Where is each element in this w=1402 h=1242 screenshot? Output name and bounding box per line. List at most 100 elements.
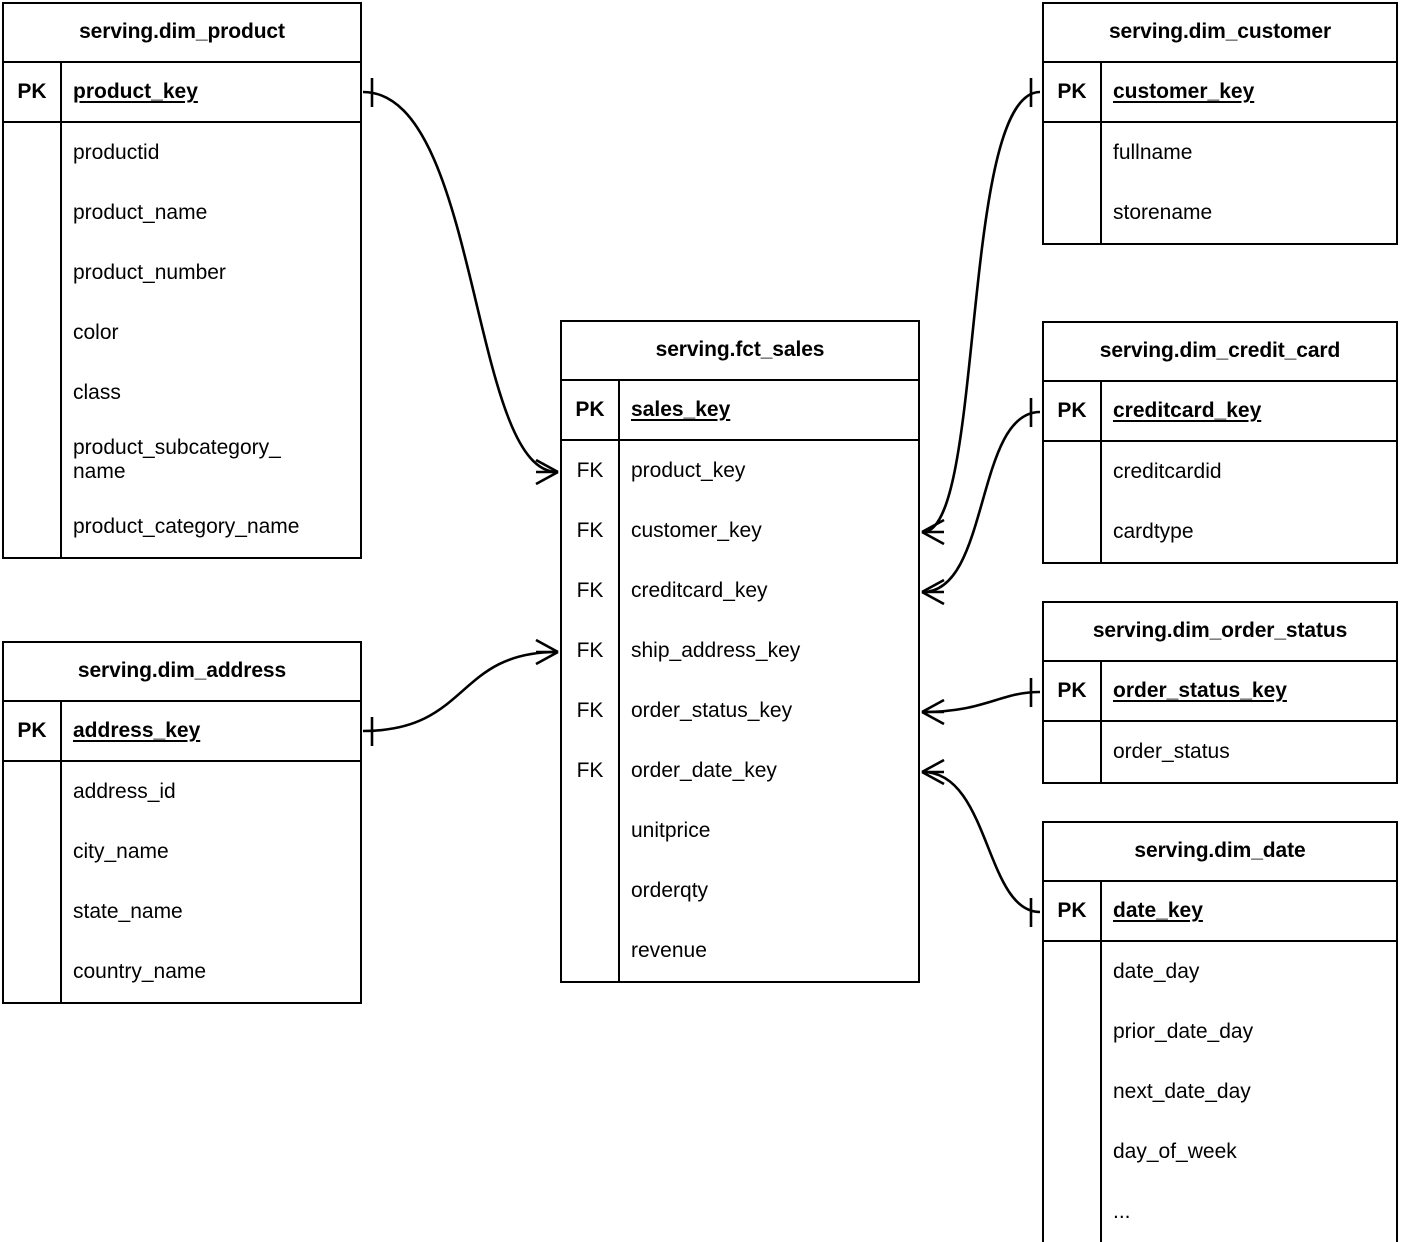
entity-title: serving.dim_customer <box>1044 4 1396 63</box>
attribute-list: address_id city_name state_name country_nam… <box>4 762 360 1002</box>
entity-title: serving.dim_product <box>4 4 360 63</box>
attribute-name: prior_date_day <box>1113 1020 1254 1043</box>
attribute-key-blank <box>4 762 60 822</box>
attribute-name: address_id <box>73 780 176 803</box>
primary-key-name: date_key <box>1113 899 1203 922</box>
attribute-name: day_of_week <box>1113 1140 1237 1163</box>
attribute-key-column <box>1044 942 1102 1242</box>
attribute-name: order_date_key <box>631 759 777 782</box>
attribute-key-column <box>1044 123 1102 243</box>
primary-key-name: order_status_key <box>1113 679 1287 702</box>
relationship-address-to-sales <box>362 638 559 746</box>
foreign-key-badge: FK <box>576 699 604 722</box>
attribute-name-column: address_id city_name state_name country_nam… <box>62 762 360 1002</box>
attribute-name: product_number <box>73 261 226 284</box>
attribute-key-blank <box>1044 1122 1100 1182</box>
attribute-name: ship_address_key <box>631 639 801 662</box>
attribute-name-column: fullname storename <box>1102 123 1396 243</box>
primary-key-row[interactable]: PK order_status_key <box>1044 662 1396 722</box>
attribute-name-column: creditcardid cardtype <box>1102 442 1396 562</box>
foreign-key-badge: FK <box>576 519 604 542</box>
primary-key-name: address_key <box>73 719 201 742</box>
attribute-name-column: order_status <box>1102 722 1396 782</box>
primary-key-row[interactable]: PK creditcard_key <box>1044 382 1396 442</box>
primary-key-badge: PK <box>1044 662 1102 720</box>
foreign-key-badge: FK <box>576 459 604 482</box>
entity-title: serving.fct_sales <box>562 322 918 381</box>
entity-title: serving.dim_credit_card <box>1044 323 1396 382</box>
attribute-key-blank <box>1044 1062 1100 1122</box>
primary-key-badge: PK <box>1044 63 1102 121</box>
attribute-key-blank <box>4 183 60 243</box>
relationship-creditcard-to-sales <box>921 398 1041 606</box>
attribute-key-blank <box>562 801 618 861</box>
foreign-key-badge: FK <box>576 579 604 602</box>
primary-key-badge: PK <box>1044 382 1102 440</box>
primary-key-name: product_key <box>73 80 198 103</box>
attribute-name: product_category_name <box>73 515 300 538</box>
attribute-key-blank <box>1044 942 1100 1002</box>
attribute-key-blank <box>4 497 60 557</box>
relationship-product-to-sales <box>362 78 559 486</box>
primary-key-name: sales_key <box>631 398 731 421</box>
attribute-list: date_day prior_date_day next_date_day day_o… <box>1044 942 1396 1242</box>
attribute-list: fullname storename <box>1044 123 1396 243</box>
attribute-name: class <box>73 381 121 404</box>
attribute-name: orderqty <box>631 879 709 902</box>
attribute-name: fullname <box>1113 141 1193 164</box>
attribute-name: revenue <box>631 939 707 962</box>
primary-key-row[interactable]: PK sales_key <box>562 381 918 441</box>
attribute-key-blank <box>1044 183 1100 243</box>
attribute-key-blank <box>1044 1002 1100 1062</box>
attribute-name: productid <box>73 141 160 164</box>
primary-key-badge: PK <box>4 702 62 760</box>
attribute-key-blank <box>1044 722 1100 782</box>
attribute-name: storename <box>1113 201 1213 224</box>
attribute-key-column <box>1044 722 1102 782</box>
attribute-key-blank <box>1044 123 1100 183</box>
attribute-list: order_status <box>1044 722 1396 782</box>
attribute-name: creditcard_key <box>631 579 768 602</box>
relationship-date-to-sales <box>921 758 1041 927</box>
relationship-customer-to-sales <box>921 78 1041 546</box>
attribute-key-blank <box>4 303 60 363</box>
primary-key-name: creditcard_key <box>1113 399 1262 422</box>
attribute-name-column: date_day prior_date_day next_date_day day_o… <box>1102 942 1396 1242</box>
attribute-key-column <box>4 762 62 1002</box>
attribute-name: cardtype <box>1113 520 1194 543</box>
attribute-name: next_date_day <box>1113 1080 1251 1103</box>
attribute-name: state_name <box>73 900 183 923</box>
entity-title: serving.dim_address <box>4 643 360 702</box>
attribute-key-blank <box>4 363 60 423</box>
entity-title: serving.dim_date <box>1044 823 1396 882</box>
foreign-key-badge: FK <box>576 639 604 662</box>
primary-key-row[interactable]: PK customer_key <box>1044 63 1396 123</box>
attribute-name: creditcardid <box>1113 460 1222 483</box>
attribute-key-blank <box>4 123 60 183</box>
primary-key-row[interactable]: PK address_key <box>4 702 360 762</box>
attribute-name: date_day <box>1113 960 1200 983</box>
primary-key-name: customer_key <box>1113 80 1255 103</box>
attribute-name: ... <box>1113 1200 1131 1223</box>
attribute-key-blank <box>4 882 60 942</box>
attribute-name: country_name <box>73 960 207 983</box>
primary-key-badge: PK <box>562 381 620 439</box>
attribute-name: product_subcategory_name <box>73 436 281 483</box>
attribute-key-blank <box>4 942 60 1002</box>
attribute-name: city_name <box>73 840 169 863</box>
